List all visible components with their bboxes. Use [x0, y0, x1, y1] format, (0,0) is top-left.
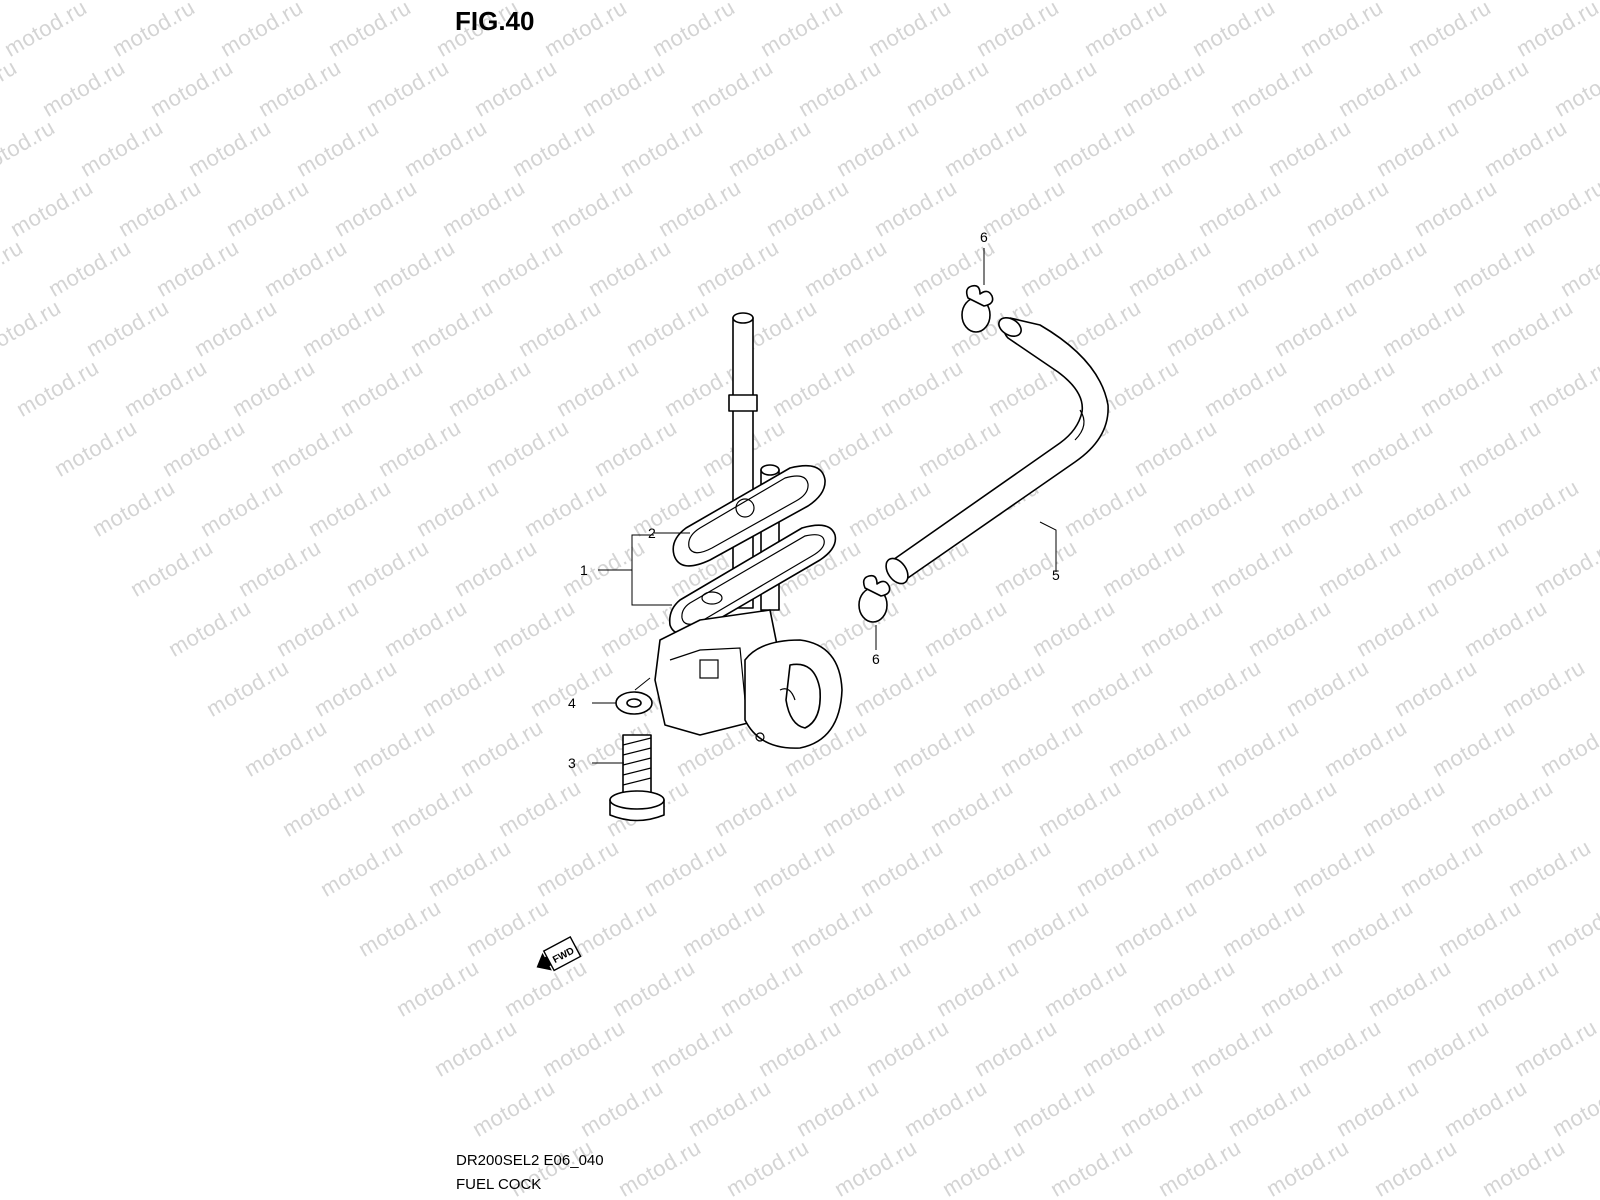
washer-part[interactable]: [615, 691, 653, 715]
hose-clamp-bottom[interactable]: [858, 574, 891, 623]
leader-lines: [592, 248, 1057, 764]
gasket-part[interactable]: [672, 464, 826, 567]
callout-6-top: 6: [980, 229, 988, 245]
figure-name: FUEL COCK: [456, 1176, 542, 1193]
callout-5: 5: [1052, 567, 1060, 583]
fuel-hose-part[interactable]: [882, 314, 1109, 588]
forward-direction-marker: FWD: [536, 936, 582, 972]
model-code: DR200SEL2 E06_040: [456, 1152, 604, 1169]
callout-2: 2: [648, 525, 656, 541]
figure-title: FIG.40: [455, 6, 535, 36]
callout-6-bottom: 6: [872, 651, 880, 667]
callout-4: 4: [568, 695, 576, 711]
callout-3: 3: [568, 755, 576, 771]
callout-1: 1: [580, 562, 588, 578]
bolt-part[interactable]: [609, 734, 665, 822]
hose-clamp-top[interactable]: [961, 284, 994, 333]
